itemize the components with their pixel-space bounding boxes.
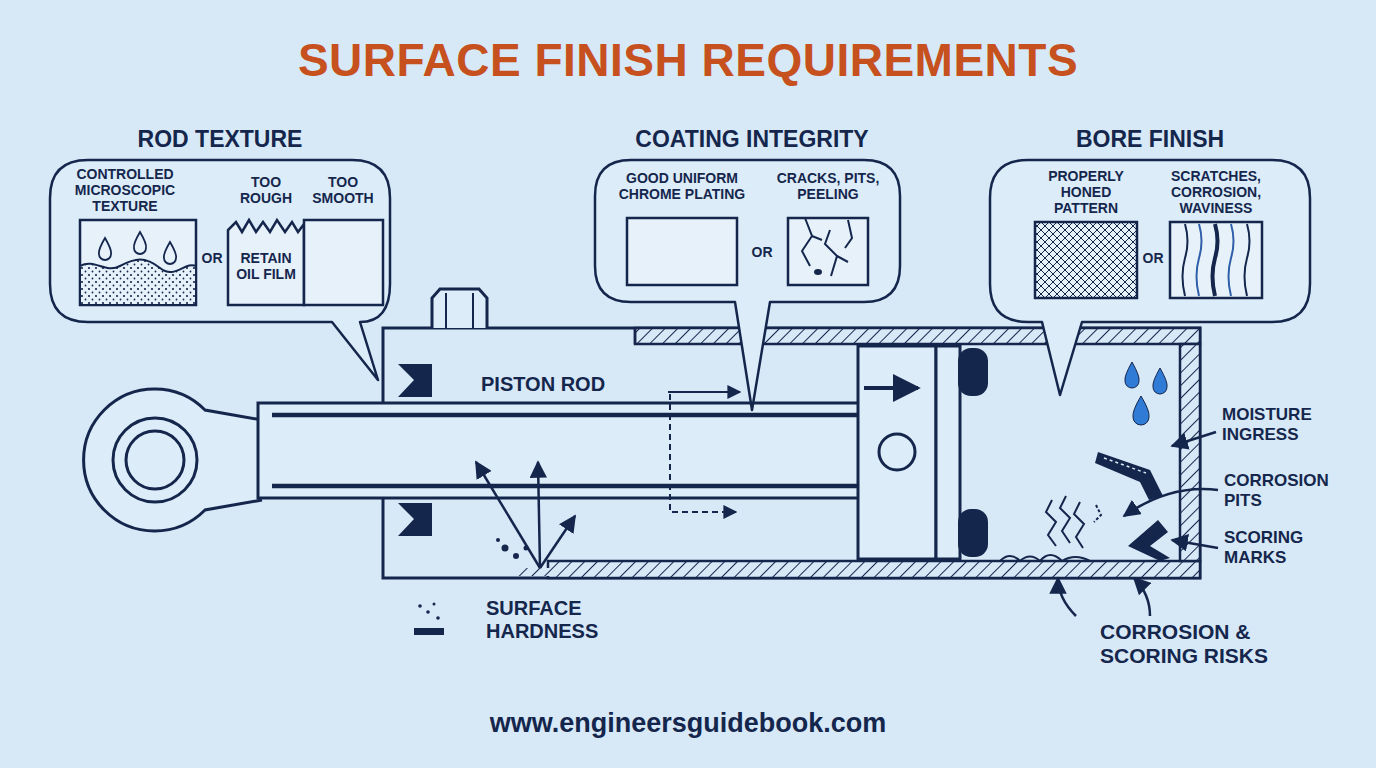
oil-droplet [99,238,111,260]
scratch-line [1245,224,1250,296]
callout-bubble: BORE FINISH PROPERLY HONED PATTERN OR SCRAT… [985,126,1315,401]
barrel-wall [635,328,1200,344]
piston [858,346,936,559]
hardness-arrow [540,516,575,568]
rod-line [272,484,860,489]
scratch-line [1183,224,1188,296]
bubble-outline [590,126,905,416]
motion-arrow [864,386,918,390]
part-label: SCORING MARKS [1224,528,1336,567]
part-label: MOISTURE INGRESS [1222,405,1334,444]
callout-text: RETAIN OIL FILM [231,250,301,282]
rod-eye [84,389,262,531]
piston-rod [258,403,860,498]
hex-nut [432,289,487,328]
bubble-shape [595,160,900,410]
damaged-bore-box [1170,222,1262,298]
callout-heading: ROD TEXTURE [60,126,380,152]
piston-pin [879,434,915,470]
pit [814,269,822,275]
callout-bubble: ROD TEXTURE CONTROLLED MICROSCOPIC TEXTUR… [45,126,395,386]
website-footer: www.engineersguidebook.com [388,708,988,739]
callout-heading: COATING INTEGRITY [597,126,907,152]
callout-text: CONTROLLED MICROSCOPIC TEXTURE [59,166,191,214]
contaminant-stripe [1104,458,1146,473]
leader-line [1134,578,1150,616]
title: SURFACE FINISH REQUIREMENTS [138,34,1238,87]
bubble-illustration [1035,222,1262,298]
callout-text: GOOD UNIFORM CHROME PLATING [613,170,751,202]
hardness-icon [414,603,444,636]
hex-nut-edge [445,293,447,328]
scratch-line [1229,224,1234,296]
contaminant-path [1095,452,1163,500]
rod-seal [398,364,432,397]
scoring-wedge [1128,520,1170,561]
rough-surface-box [228,220,304,305]
part-label: CORROSION & SCORING RISKS [1100,620,1310,668]
callout-text: TOO ROUGH [231,174,301,206]
bubble-illustration [80,220,383,305]
callout-text: TOO SMOOTH [305,174,381,206]
crack-lines [802,218,852,276]
leader-line [1058,578,1076,616]
moisture-droplets [1125,362,1167,425]
scratch-line [1213,224,1218,296]
piston-land [936,346,960,559]
leader-line [1124,489,1218,516]
leader-line [1172,540,1218,548]
eye-bore [113,418,197,502]
piston-seal [958,509,988,557]
smooth-surface-box [304,220,383,305]
damaged-plating-box [788,218,868,285]
eye-bushing [126,431,184,489]
part-label: SURFACE HARDNESS [486,597,616,643]
end-cap [1180,344,1200,561]
oil-droplet [164,242,176,264]
good-plating-box [627,218,737,285]
step-line [634,328,637,344]
callout-bubble: COATING INTEGRITY GOOD UNIFORM CHROME PLA… [590,126,905,416]
bubble-shape [50,160,390,380]
callout-text: CRACKS, PITS, PEELING [769,170,887,202]
bubble-illustration [627,218,868,285]
part-label: PISTON ROD [478,373,608,396]
texture-box [80,220,196,305]
part-label: CORROSION PITS [1224,471,1344,510]
rod-seal [398,503,432,536]
barrel-wall [548,561,1200,578]
flow-arrow [668,391,740,393]
callout-text: OR [747,244,777,260]
callout-text: OR [197,250,227,266]
callout-text: SCRATCHES, CORROSION, WAVINESS [1157,168,1275,216]
particles [496,538,529,559]
micro-texture [80,260,196,306]
flow-indicator [670,392,738,512]
hardness-arrow [476,462,540,568]
callout-text: PROPERLY HONED PATTERN [1036,168,1136,216]
bubble-shape [990,160,1310,395]
oil-droplet [134,232,146,254]
callout-text: OR [1138,250,1168,266]
piston-seal [958,348,988,396]
leader-line [1172,432,1216,446]
scratch-line [1197,224,1202,296]
callout-heading: BORE FINISH [990,126,1310,152]
hardness-ground [515,568,567,576]
hardness-arrow [538,462,540,568]
rod-line [272,413,860,418]
corrosion-marks [1000,496,1101,561]
hex-nut-edge [472,293,474,328]
honed-pattern-box [1035,222,1137,298]
